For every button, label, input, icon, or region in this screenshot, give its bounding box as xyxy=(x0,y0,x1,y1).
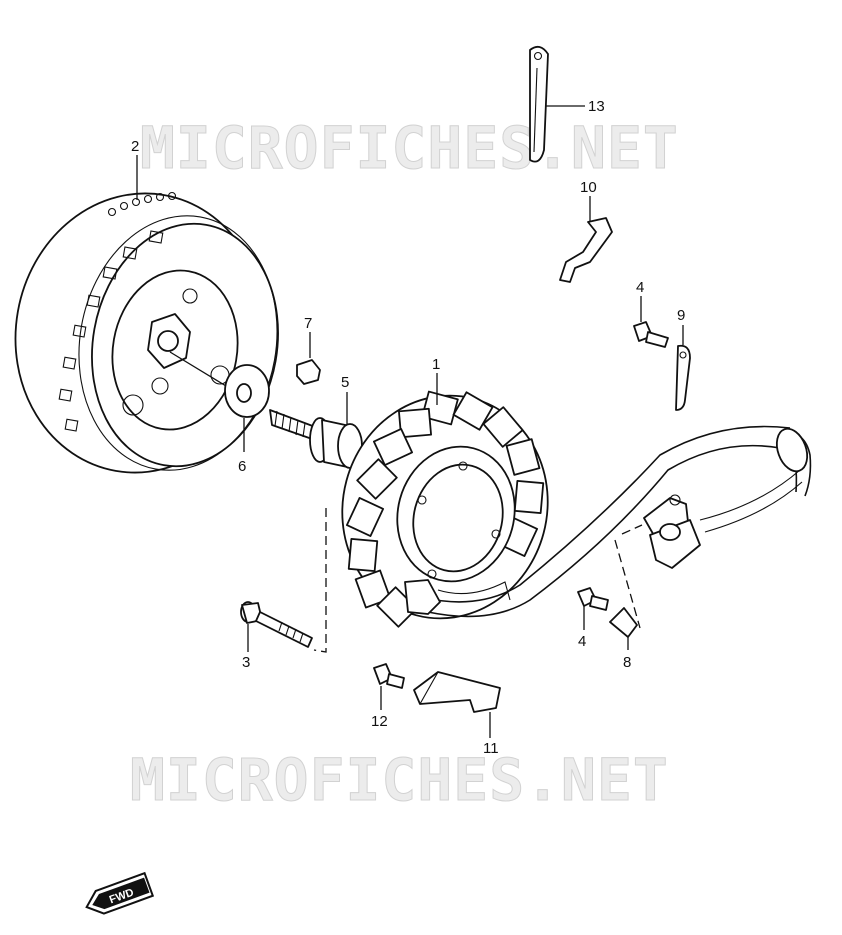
callout-5: 5 xyxy=(341,374,349,391)
rotor xyxy=(14,191,279,474)
washer xyxy=(224,364,270,418)
callout-4-lower: 4 xyxy=(578,633,586,650)
clamp-10 xyxy=(559,217,613,283)
dashed-guide-sensor xyxy=(621,524,643,535)
dashed-guide-3 xyxy=(313,508,327,653)
rotor-bolt xyxy=(269,409,363,469)
clamp-13 xyxy=(529,45,549,163)
cover-plate xyxy=(413,671,501,713)
callout-8: 8 xyxy=(623,654,631,671)
bolt-4-lower xyxy=(577,587,609,611)
callout-10: 10 xyxy=(580,179,597,196)
callout-7: 7 xyxy=(304,315,312,332)
fwd-direction-badge: FWD xyxy=(85,871,155,915)
stator xyxy=(341,390,549,628)
callout-4-upper: 4 xyxy=(636,279,644,296)
callout-1: 1 xyxy=(432,356,440,373)
watermark-top: MICROFICHES.NET xyxy=(140,114,679,182)
clamp-8 xyxy=(609,607,638,638)
pickup-sensor xyxy=(643,494,701,569)
bolt-4-upper xyxy=(633,321,669,348)
axis-line-rotor xyxy=(169,351,227,387)
clamp-9 xyxy=(675,344,691,411)
callout-6: 6 xyxy=(238,458,246,475)
callout-3: 3 xyxy=(242,654,250,671)
wire-harness xyxy=(404,425,812,618)
watermark-bottom: MICROFICHES.NET xyxy=(130,746,669,814)
callout-13: 13 xyxy=(588,98,605,115)
dashed-guide-8 xyxy=(614,539,641,629)
bolt-12 xyxy=(373,663,405,689)
bolt-3 xyxy=(240,601,313,648)
key xyxy=(296,359,321,385)
callout-9: 9 xyxy=(677,307,685,324)
callout-12: 12 xyxy=(371,713,388,730)
callout-2: 2 xyxy=(131,138,139,155)
callout-11: 11 xyxy=(483,740,499,757)
